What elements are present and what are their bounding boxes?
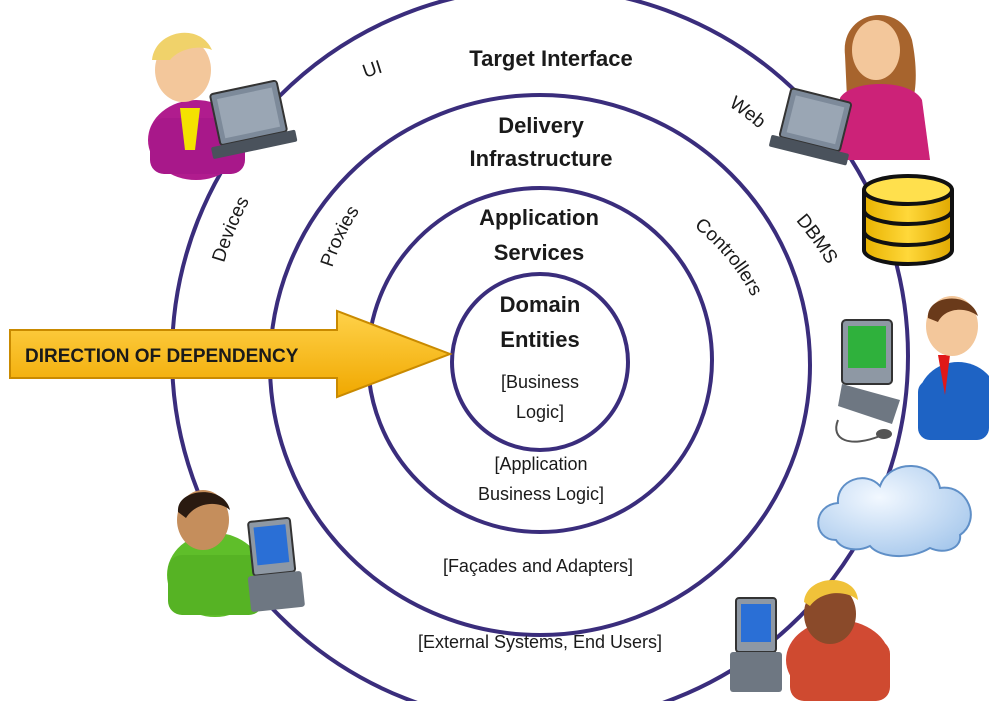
ring-label-web: Web — [726, 93, 770, 133]
application-title-line2: Services — [494, 240, 585, 265]
database-icon — [862, 174, 954, 266]
dependency-arrow-label: DIRECTION OF DEPENDENCY — [25, 346, 299, 367]
application-title: Application — [479, 205, 599, 230]
domain-title-line2: Entities — [500, 327, 579, 352]
ring-label-proxies: Proxies — [317, 202, 364, 269]
ring-label-dbms: DBMS — [792, 210, 842, 267]
ring-label-devices: Devices — [209, 193, 254, 264]
user-red-icon — [730, 579, 890, 701]
delivery-title-line2: Infrastructure — [469, 146, 612, 171]
cloud-icon — [817, 465, 972, 558]
target-interface-note: [External Systems, End Users] — [418, 632, 662, 652]
dependency-arrow: DIRECTION OF DEPENDENCY — [9, 309, 453, 399]
user-computer-icon — [835, 296, 989, 443]
ring-label-ui: UI — [360, 57, 385, 83]
ring-domain-entities — [450, 272, 630, 452]
application-note-line2: Business Logic] — [478, 484, 604, 504]
domain-title: Domain — [500, 292, 581, 317]
delivery-note: [Façades and Adapters] — [443, 556, 633, 576]
ring-label-controllers: Controllers — [691, 214, 766, 299]
user-web-icon — [769, 14, 930, 166]
user-laptop-icon — [148, 32, 298, 180]
application-note: [Application — [494, 454, 587, 474]
domain-note-line2: Logic] — [516, 402, 564, 422]
domain-note: [Business — [501, 372, 579, 392]
target-interface-title: Target Interface — [469, 46, 632, 71]
user-green-icon — [167, 490, 305, 617]
delivery-title: Delivery — [498, 113, 584, 138]
